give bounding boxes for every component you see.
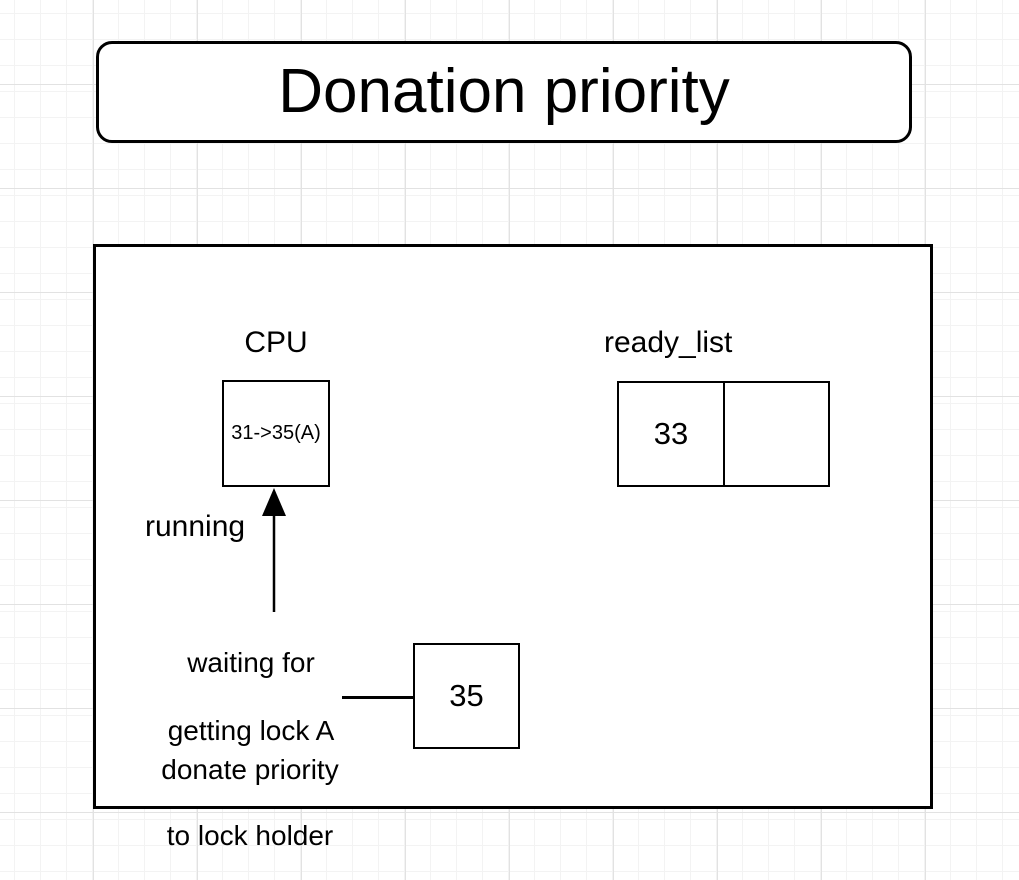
ready-list-cell-value: 33: [653, 416, 689, 451]
waiting-note: waiting for getting lock A: [150, 612, 352, 782]
donate-note-line1: donate priority: [161, 754, 339, 785]
waiting-note-line2: getting lock A: [167, 715, 335, 746]
connector-line: [342, 696, 413, 699]
thread-35-value: 35: [449, 678, 484, 713]
waiting-note-line1: waiting for: [187, 647, 315, 678]
cpu-running-thread-value: 31->35(A): [231, 422, 321, 444]
ready-list-cell: 33: [619, 383, 725, 485]
up-arrow-icon: [262, 488, 286, 612]
title-box: Donation priority: [96, 41, 912, 143]
donate-note-line2: to lock holder: [166, 820, 334, 851]
ready-list-box: 33: [617, 381, 830, 487]
thread-35-box: 35: [413, 643, 520, 749]
page-title: Donation priority: [278, 57, 730, 126]
ready-list-cell: [725, 383, 828, 485]
ready-list-label: ready_list: [604, 326, 733, 359]
running-status-label: running: [145, 510, 246, 543]
donate-note: donate priority to lock holder: [149, 720, 351, 880]
cpu-box: 31->35(A): [222, 380, 330, 487]
cpu-section-label: CPU: [244, 326, 308, 359]
